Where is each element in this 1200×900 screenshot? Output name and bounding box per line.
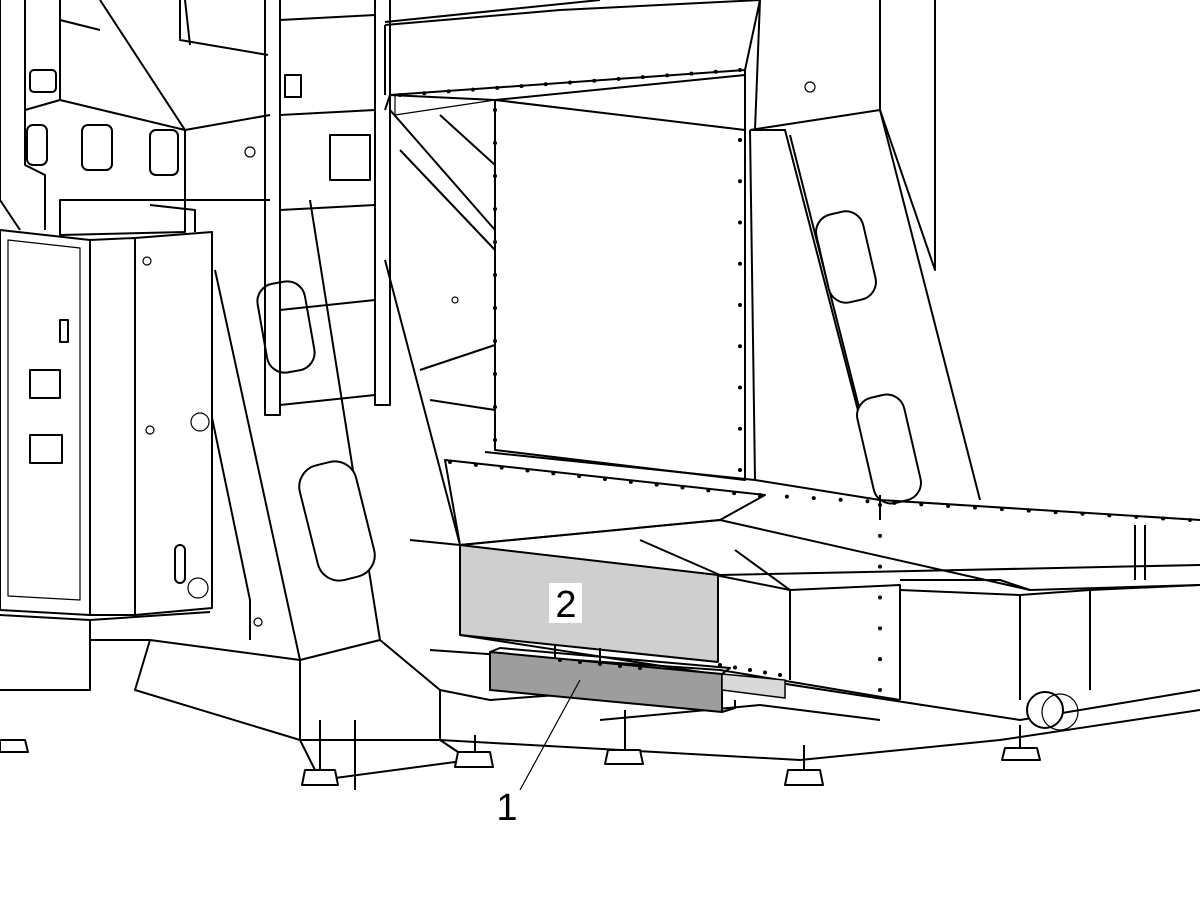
fastener-dot	[654, 482, 659, 487]
fastener-dot	[493, 240, 497, 244]
left-pillar	[134, 146, 471, 781]
fastener-dot	[738, 220, 742, 225]
fastener-dot	[1134, 514, 1139, 519]
upper-gantry-beam	[179, 0, 761, 130]
fastener-dot	[493, 108, 497, 112]
fastener-dot	[811, 496, 816, 501]
fastener-dots	[398, 68, 1192, 692]
fastener-dot	[422, 91, 427, 96]
fastener-dot	[732, 491, 737, 496]
fastener-dot	[999, 507, 1004, 512]
fastener-dot	[495, 85, 500, 90]
fastener-dot	[525, 468, 530, 473]
fastener-dot	[493, 207, 497, 211]
fastener-dot	[640, 75, 645, 80]
callout-2-background	[549, 583, 582, 623]
fastener-dot	[878, 503, 882, 507]
leader-lines	[519, 679, 581, 791]
fastener-dot	[1080, 511, 1085, 516]
fastener-dot	[738, 303, 742, 307]
fastener-dot	[493, 141, 497, 145]
fastener-dot	[578, 660, 582, 664]
fastener-dot	[1161, 516, 1166, 521]
fastener-dot	[878, 657, 882, 662]
fastener-dot	[718, 663, 722, 667]
fastener-dot	[738, 138, 742, 142]
fastener-dot	[398, 93, 402, 97]
fastener-dot	[568, 80, 572, 85]
fastener-dot	[878, 688, 882, 692]
fastener-dot	[778, 673, 782, 677]
fastener-dot	[738, 68, 742, 72]
fastener-dot	[689, 71, 694, 76]
fastener-dot	[748, 668, 752, 672]
fastener-dot	[558, 658, 562, 662]
leveling-feet	[0, 710, 1041, 790]
electrical-cabinet	[0, 199, 213, 691]
fastener-dot	[1026, 508, 1031, 513]
fastener-dot	[628, 479, 633, 484]
machine-table	[409, 451, 1200, 591]
fastener-dot	[878, 595, 882, 600]
fastener-dot	[592, 78, 597, 83]
fastener-dot	[919, 502, 924, 507]
fastener-dot	[733, 665, 737, 670]
fastener-dot	[577, 474, 582, 479]
fastener-dot	[838, 497, 843, 502]
fastener-dot	[551, 471, 556, 476]
fastener-dot	[598, 662, 602, 666]
rear-cover-panel	[389, 99, 746, 481]
fastener-dot	[946, 503, 951, 508]
fastener-dot	[499, 465, 504, 470]
fastener-dot	[865, 499, 870, 504]
fastener-dot	[878, 533, 882, 538]
fastener-dot	[603, 477, 607, 481]
fastener-dot	[665, 73, 670, 78]
fastener-dot	[738, 468, 742, 472]
fastener-dot	[493, 273, 497, 277]
fastener-dot	[892, 500, 897, 505]
fastener-dot	[448, 460, 452, 464]
left-column-housing	[0, 0, 271, 231]
fastener-dot	[473, 462, 478, 467]
fastener-dot	[706, 488, 711, 493]
fastener-dot	[763, 670, 767, 675]
fastener-dot	[638, 666, 642, 670]
fastener-dot	[738, 344, 742, 349]
right-column	[749, 0, 981, 505]
ladder	[264, 0, 391, 416]
fastener-dot	[493, 438, 497, 442]
fastener-dot	[738, 426, 742, 431]
fastener-dot	[680, 485, 685, 490]
fastener-dot	[446, 89, 451, 94]
fastener-dot	[618, 664, 622, 668]
fastener-dot	[616, 76, 621, 81]
fastener-dot	[738, 261, 742, 266]
fastener-dot	[758, 493, 762, 497]
fastener-dot	[878, 564, 882, 569]
callout-2: 2	[555, 584, 576, 626]
fastener-dot	[1188, 518, 1192, 522]
fastener-dot	[543, 82, 548, 87]
fastener-dot	[973, 505, 977, 510]
fastener-dot	[493, 405, 497, 409]
fastener-dot	[738, 385, 742, 390]
fastener-dot	[1107, 513, 1112, 518]
fastener-dot	[878, 626, 882, 631]
fastener-dot	[493, 372, 497, 376]
fastener-dot	[738, 179, 742, 184]
channel-part-1	[489, 647, 786, 713]
fastener-dot	[713, 69, 718, 74]
fastener-dot	[470, 87, 475, 92]
fastener-dot	[519, 84, 524, 89]
fastener-dot	[493, 174, 497, 178]
fastener-dot	[493, 306, 497, 310]
fastener-dot	[493, 339, 497, 343]
callout-1: 1	[496, 787, 517, 829]
fastener-dot	[784, 494, 789, 499]
fastener-dot	[1053, 510, 1058, 515]
